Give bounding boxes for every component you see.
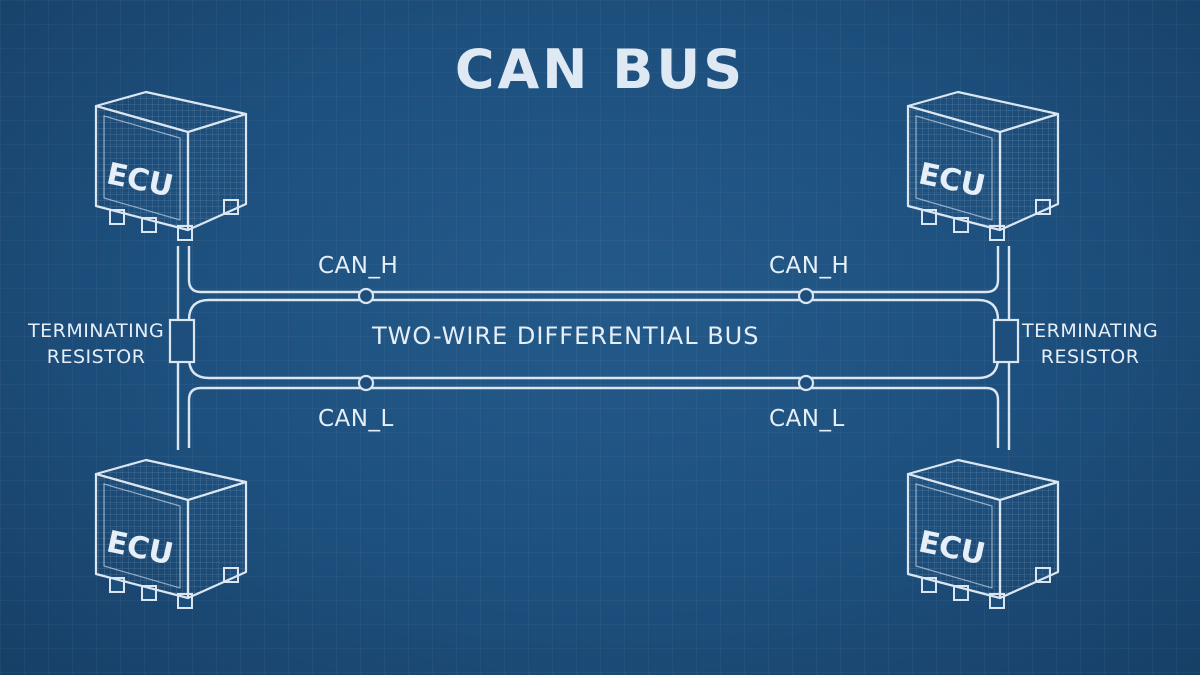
- can-l-tap-left: [357, 374, 375, 392]
- can-h-label-right: CAN_H: [769, 253, 850, 279]
- terminating-resistor-right-line2: RESISTOR: [1040, 346, 1140, 368]
- can-h-wire: [187, 246, 1000, 321]
- bus-description: TWO-WIRE DIFFERENTIAL BUS: [372, 322, 760, 350]
- can-l-wire: [187, 357, 1000, 448]
- can-h-tap-right: [797, 287, 815, 305]
- terminating-resistor-label-right: TERMINATING RESISTOR: [1022, 318, 1158, 370]
- terminating-resistor-left: [168, 318, 196, 364]
- terminating-resistor-right: [992, 318, 1020, 364]
- terminating-resistor-left-line2: RESISTOR: [46, 346, 146, 368]
- terminating-resistor-right-line1: TERMINATING: [1022, 320, 1159, 342]
- can-l-tap-right: [797, 374, 815, 392]
- terminating-resistor-left-line1: TERMINATING: [28, 320, 165, 342]
- terminating-resistor-label-left: TERMINATING RESISTOR: [28, 318, 164, 370]
- can-l-label-left: CAN_L: [318, 406, 394, 432]
- can-h-label-left: CAN_H: [318, 253, 399, 279]
- can-h-tap-left: [357, 287, 375, 305]
- can-l-label-right: CAN_L: [769, 406, 845, 432]
- diagram-title: CAN BUS: [454, 38, 746, 101]
